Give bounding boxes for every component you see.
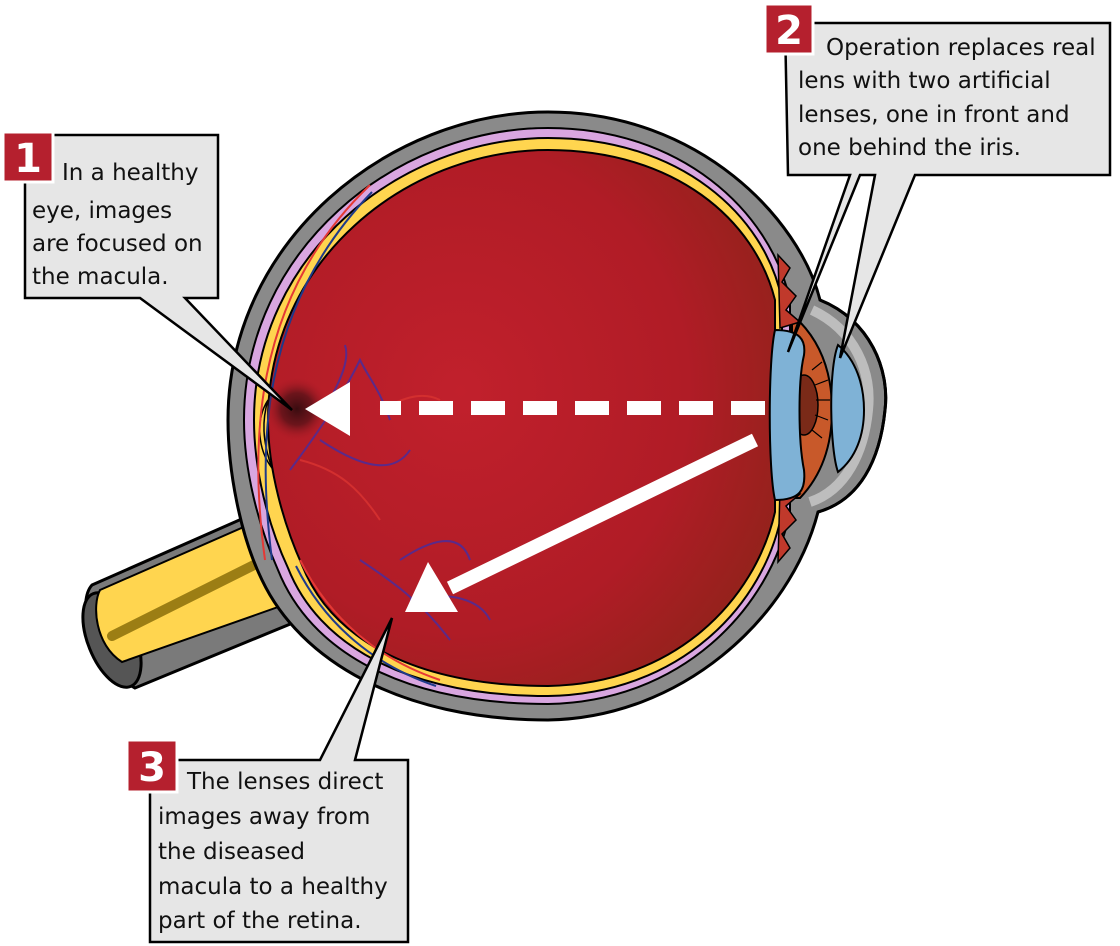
macula (265, 377, 329, 441)
callout-2: 2 Operation replaces real lens with two … (763, 2, 1112, 359)
callout-1-text: In a healthy eye, images are focused on … (32, 160, 210, 290)
badge-1-number: 1 (14, 136, 42, 182)
anterior-artificial-lens (830, 343, 866, 474)
callout-3-text: The lenses direct images away from the d… (158, 769, 395, 934)
vitreous-body (258, 148, 776, 688)
artificial-lenses (768, 328, 866, 502)
badge-3-number: 3 (138, 745, 166, 791)
callout-3: 3 The lenses direct images away from the… (125, 617, 410, 944)
dashed-arrow-icon (305, 382, 765, 436)
posterior-artificial-lens (768, 328, 806, 502)
badge-2-number: 2 (775, 8, 803, 54)
callout-1: 1 In a healthy eye, images are focused o… (1, 130, 293, 412)
blood-vessels (257, 184, 491, 687)
callout-2-text: Operation replaces real lens with two ar… (798, 35, 1103, 161)
optic-nerve (81, 507, 302, 690)
solid-arrow-icon (405, 433, 759, 612)
badge-3 (125, 738, 179, 794)
badge-2 (763, 2, 815, 56)
badge-1 (1, 130, 55, 184)
